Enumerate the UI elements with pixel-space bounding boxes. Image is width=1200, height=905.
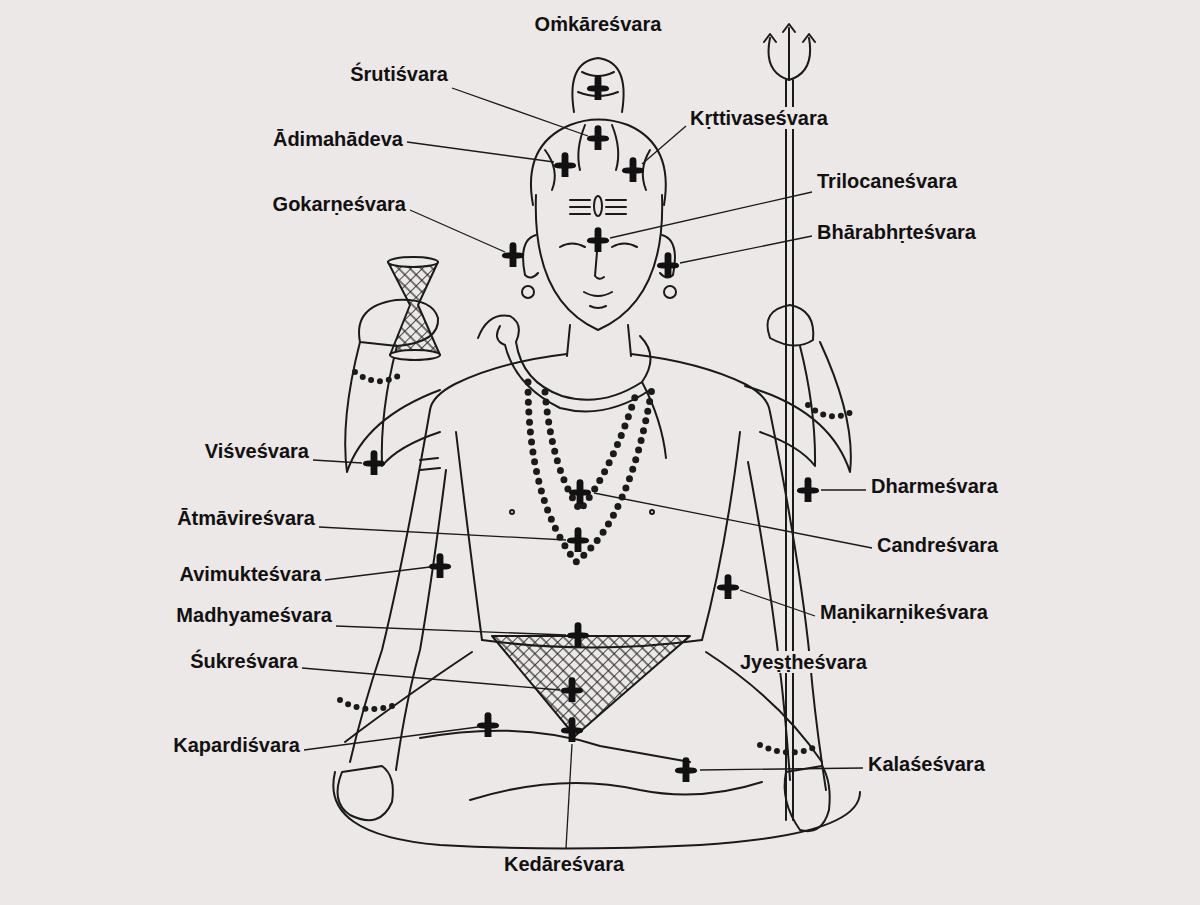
lingam-label: Avimukteśvara xyxy=(177,563,323,585)
lingam-symbol xyxy=(657,252,679,277)
lingam-label: Oṁkāreśvara xyxy=(533,13,664,35)
trident-head xyxy=(764,24,815,80)
nipple xyxy=(650,510,654,514)
lingam-symbol xyxy=(587,75,609,100)
damaru xyxy=(388,262,440,355)
leader-line xyxy=(336,626,566,635)
hair-topknot xyxy=(572,58,623,112)
figure-outline xyxy=(333,24,860,849)
lingam-symbols xyxy=(363,75,819,782)
lingam-label: Śrutiśvara xyxy=(348,63,450,85)
damaru-rim xyxy=(390,350,440,360)
lingam-symbol xyxy=(675,757,697,782)
lingam-symbol xyxy=(587,227,609,252)
leader-line xyxy=(680,236,812,263)
leader-line xyxy=(740,590,815,616)
legs xyxy=(333,652,860,849)
lingam-label: Śukreśvara xyxy=(188,650,300,672)
damaru-rim xyxy=(388,257,438,267)
right-hand xyxy=(768,305,814,346)
loincloth xyxy=(492,636,690,736)
rudraksha-mala xyxy=(528,382,652,562)
lingam-label: Kapardiśvara xyxy=(171,734,302,756)
leader-line xyxy=(452,88,588,136)
lingam-symbol xyxy=(567,622,589,647)
lingam-label: Candreśvara xyxy=(875,534,1000,556)
lingam-label: Kalaśeśvara xyxy=(866,753,987,775)
tripundra xyxy=(570,200,626,214)
leader-line xyxy=(302,668,560,690)
lingam-label: Viśveśvara xyxy=(203,440,311,462)
lingam-label: Ātmāvireśvara xyxy=(175,507,317,529)
bracelet xyxy=(808,405,855,416)
left-lower-arm xyxy=(350,410,446,770)
leader-line xyxy=(407,142,554,162)
lingam-symbol xyxy=(429,553,451,578)
lingam-symbol xyxy=(561,717,583,742)
leader-line xyxy=(304,727,478,750)
lingam-symbol xyxy=(363,450,385,475)
lingam-symbol xyxy=(622,157,644,182)
lingam-label: Trilocaneśvara xyxy=(815,170,959,192)
leader-line xyxy=(610,192,812,238)
snake xyxy=(478,315,666,458)
leader-line xyxy=(821,489,866,490)
nipple xyxy=(510,510,514,514)
right-raised-arm xyxy=(745,342,851,472)
leader-line xyxy=(566,744,572,848)
lingam-label: Gokarṇeśvara xyxy=(271,193,408,215)
leader-line xyxy=(319,527,566,540)
lingam-symbol xyxy=(587,125,609,150)
left-raised-arm xyxy=(345,342,440,472)
arm-marks xyxy=(420,458,440,470)
lingam-symbol xyxy=(717,574,739,599)
earring xyxy=(522,286,534,298)
lingam-symbol xyxy=(797,477,819,502)
right-lower-arm xyxy=(748,412,826,790)
lingam-label: Jyeṣṭheśvara xyxy=(738,651,869,673)
leader-line xyxy=(410,210,505,252)
lingam-label: Maṇikarṇikeśvara xyxy=(818,601,990,623)
lingam-symbol xyxy=(561,677,583,702)
right-lower-hand xyxy=(785,766,830,831)
lingam-label: Kṛttivaseśvara xyxy=(688,107,830,129)
bracelet xyxy=(340,700,395,709)
leader-line xyxy=(313,460,362,463)
bracelet xyxy=(355,372,398,381)
lingam-symbol xyxy=(569,479,591,504)
left-lower-hand xyxy=(338,766,393,820)
lingam-symbol xyxy=(502,242,524,267)
leader-line xyxy=(325,567,430,580)
face xyxy=(536,195,662,330)
lingam-label: Madhyameśvara xyxy=(174,604,334,626)
lingam-symbol xyxy=(477,712,499,737)
earring xyxy=(664,286,676,298)
lingam-label: Ādimahādeva xyxy=(271,128,405,150)
shoulders xyxy=(430,354,770,412)
lingam-label: Kedāreśvara xyxy=(502,853,626,875)
third-eye xyxy=(594,196,602,216)
leader-line xyxy=(594,493,872,548)
lingam-symbol xyxy=(567,527,589,552)
rudraksha-mala xyxy=(545,392,636,510)
trident-staff xyxy=(786,80,793,820)
neck xyxy=(567,325,631,356)
lingam-label: Dharmeśvara xyxy=(869,475,1000,497)
leader-line xyxy=(700,768,863,770)
nose-mouth xyxy=(584,252,612,308)
lingam-symbol xyxy=(554,152,576,177)
lingam-label: Bhārabhṛteśvara xyxy=(815,221,978,243)
leader-line xyxy=(642,126,686,164)
